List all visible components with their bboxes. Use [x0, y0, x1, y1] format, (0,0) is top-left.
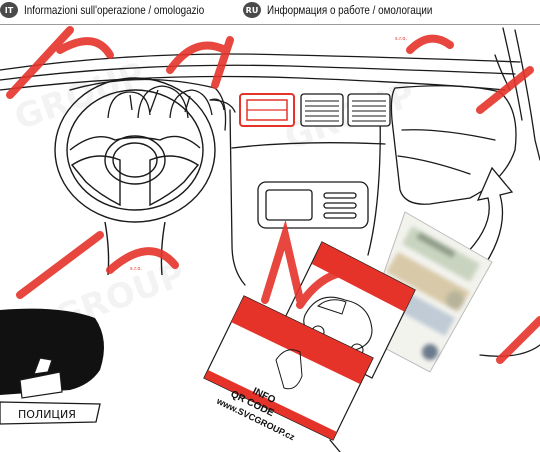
- language-header: IT Informazioni sull'operazione / omolog…: [0, 0, 540, 25]
- police-sign-label: ПОЛИЦИЯ: [18, 408, 76, 421]
- dashboard-illustration: GROUP GROUP GROUP: [0, 25, 540, 452]
- language-item-text: Informazioni sull'operazione / omologazi…: [24, 3, 204, 17]
- police-area: ПОЛИЦИЯ: [0, 309, 104, 424]
- svg-text:s.r.o.: s.r.o.: [130, 266, 142, 272]
- language-item-ru: RU Информация о работе / омологации: [243, 2, 469, 18]
- language-code-badge: IT: [0, 2, 18, 18]
- console-controls: [258, 182, 368, 228]
- language-code-badge: RU: [243, 2, 261, 18]
- air-vents: [240, 94, 390, 126]
- language-item-text: Информация о работе / омологации: [267, 3, 432, 17]
- svg-text:s.r.o.: s.r.o.: [395, 36, 407, 42]
- language-item-it: IT Informazioni sull'operazione / omolog…: [0, 2, 244, 18]
